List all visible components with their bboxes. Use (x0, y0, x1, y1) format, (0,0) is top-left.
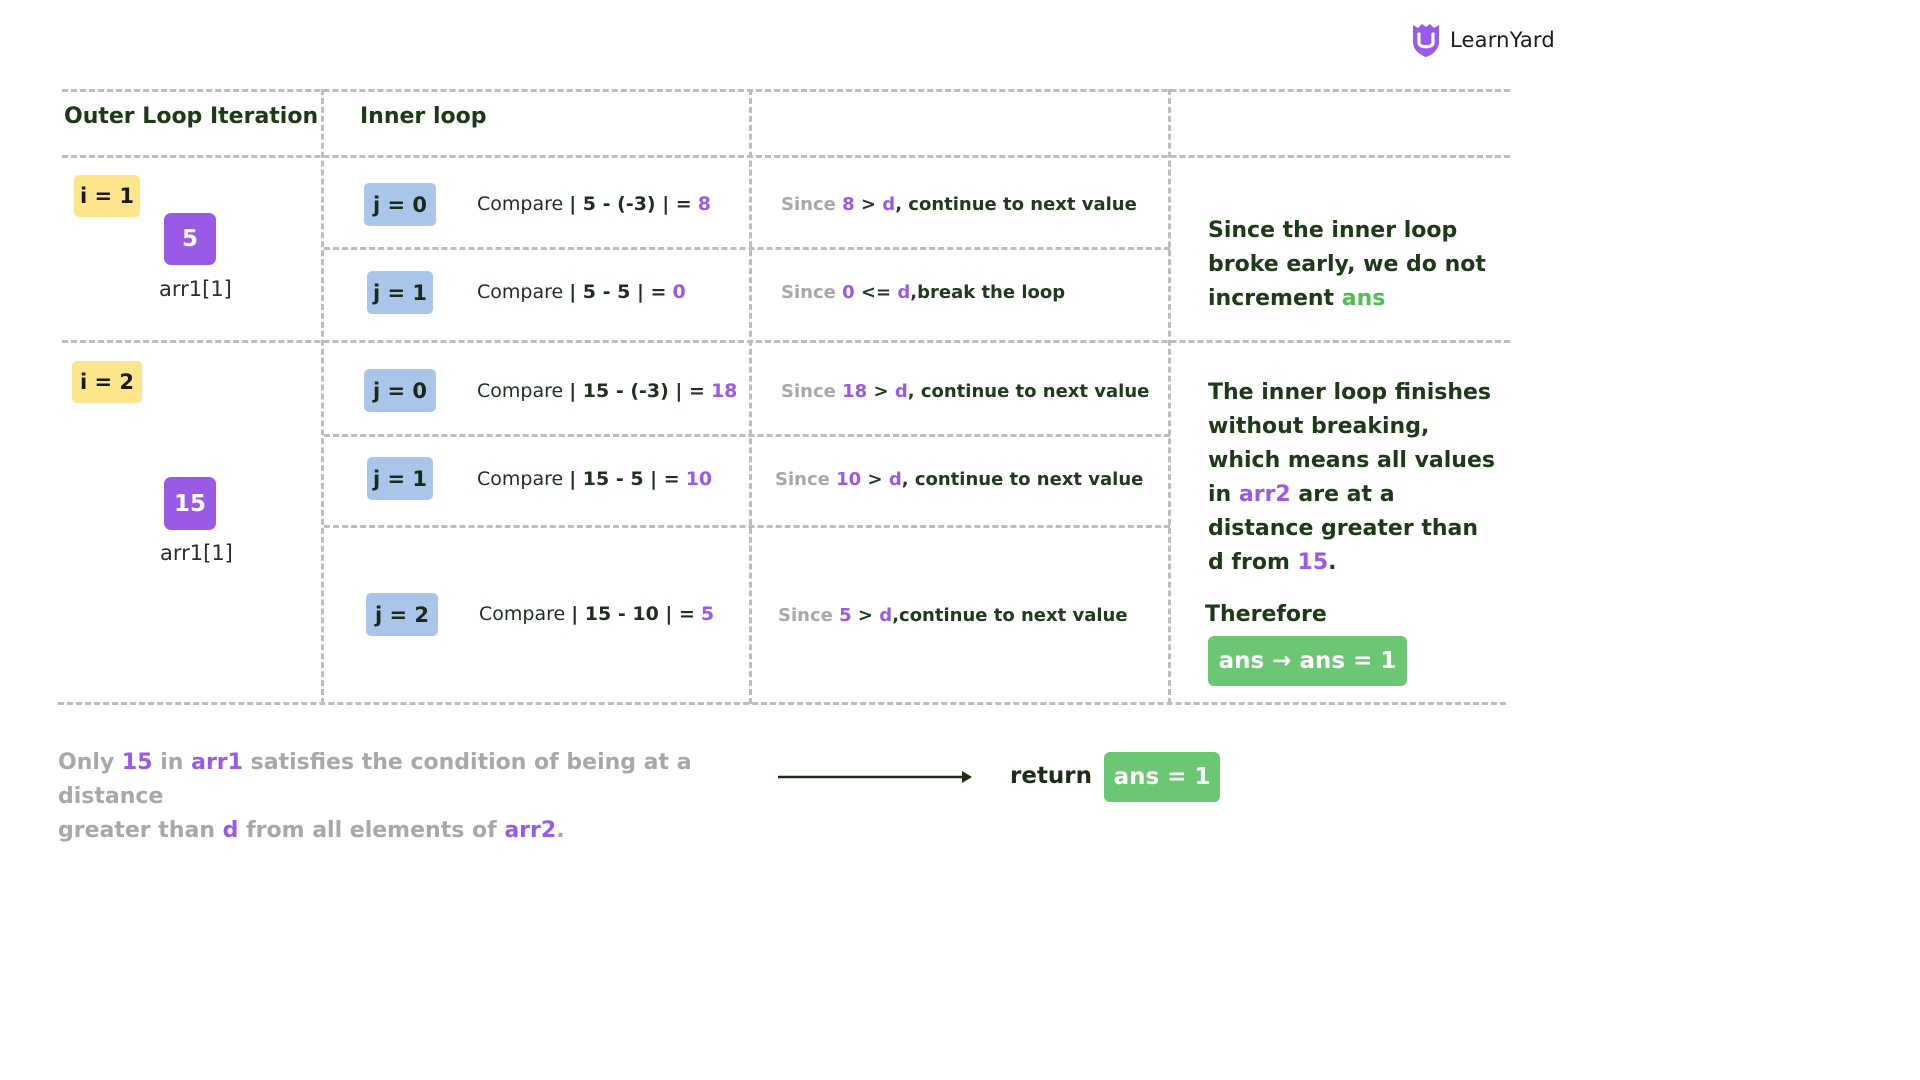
outer-value-box: 5 (164, 213, 216, 265)
learnyard-logo: LearnYard (1410, 22, 1555, 58)
grid-line-row-3 (324, 434, 1170, 437)
compare-text: Compare | 15 - 10 | = 5 (479, 603, 715, 625)
brand-name: LearnYard (1450, 28, 1555, 52)
outer-value-caption: arr1[1] (160, 541, 233, 565)
compare-text: Compare | 15 - 5 | = 10 (477, 468, 713, 490)
j-badge: j = 1 (367, 271, 433, 314)
since-text: Since 8 > d, continue to next value (781, 194, 1137, 215)
grid-col-1 (321, 89, 324, 704)
outer-value-box: 15 (164, 477, 216, 530)
j-badge: j = 0 (364, 183, 436, 226)
compare-text: Compare | 5 - 5 | = 0 (477, 281, 686, 303)
since-text: Since 0 <= d,break the loop (781, 282, 1066, 303)
iteration-2-note: The inner loop finishes without breaking… (1208, 380, 1495, 575)
i-badge: i = 1 (74, 175, 140, 217)
ans-update-badge: ans → ans = 1 (1208, 636, 1407, 686)
header-inner-loop: Inner loop (360, 104, 487, 129)
grid-col-2 (749, 89, 752, 704)
grid-line-top (62, 89, 1510, 92)
since-text: Since 18 > d, continue to next value (781, 381, 1150, 402)
grid-line-iteration-divider (62, 340, 1510, 343)
grid-line-row-4 (324, 525, 1170, 528)
compare-text: Compare | 5 - (-3) | = 8 (477, 193, 711, 215)
j-badge: j = 2 (366, 593, 438, 636)
j-badge: j = 1 (367, 457, 433, 500)
j-badge: j = 0 (364, 369, 436, 412)
arrow-right-icon (778, 771, 972, 783)
grid-line-bottom (58, 702, 1506, 705)
grid-col-3 (1168, 89, 1171, 704)
return-label: return (1010, 763, 1093, 789)
grid-line-row-1 (324, 247, 1170, 250)
grid-line-header (62, 155, 1510, 158)
header-outer-loop: Outer Loop Iteration (64, 104, 319, 129)
iteration-1-note: Since the inner loop broke early, we do … (1208, 218, 1486, 311)
result-badge: ans = 1 (1104, 752, 1220, 802)
since-text: Since 5 > d,continue to next value (778, 605, 1128, 626)
since-text: Since 10 > d, continue to next value (775, 469, 1144, 490)
i-badge: i = 2 (72, 361, 142, 403)
outer-value-caption: arr1[1] (159, 277, 232, 301)
shield-u-icon (1413, 24, 1439, 57)
summary-text: Only 15 in arr1 satisfies the condition … (58, 750, 692, 843)
compare-text: Compare | 15 - (-3) | = 18 (477, 380, 738, 402)
therefore-label: Therefore (1205, 602, 1327, 627)
